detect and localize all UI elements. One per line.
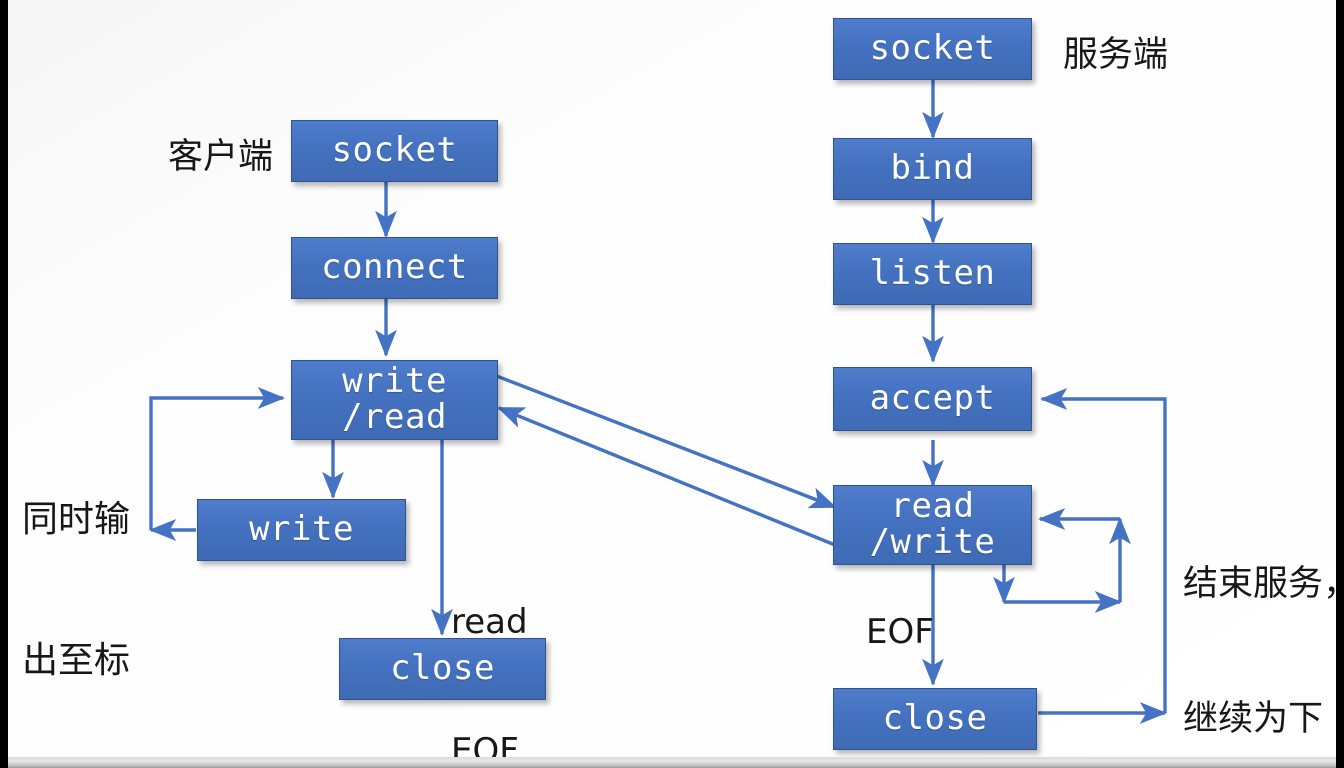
client-write-label: write (249, 509, 354, 550)
client-read-eof-annotation: read EOF (451, 515, 528, 757)
slide-page: 客户端 socket connect write /read write clo… (8, 0, 1336, 757)
client-stdout-annotation: 同时输 出至标 准输出 (22, 402, 130, 757)
client-node-connect[interactable]: connect (291, 237, 498, 299)
server-node-socket[interactable]: socket (833, 18, 1032, 80)
server-restart-annotation: 结束服务， 继续为下 个客户端 服务 (1183, 472, 1336, 757)
arrow-layer (148, 80, 1168, 724)
server-node-read-write[interactable]: read /write (833, 485, 1032, 565)
server-bind-label: bind (890, 148, 975, 189)
client-read-eof-line-2: EOF (451, 731, 519, 757)
page-bottom-edge (8, 757, 1336, 768)
client-stdout-line-1: 同时输 (22, 499, 131, 540)
client-write-read-label-line2: /read (342, 397, 447, 437)
client-node-write[interactable]: write (197, 499, 406, 561)
server-node-accept[interactable]: accept (833, 367, 1032, 431)
client-socket-label: socket (331, 130, 458, 171)
arrow-server-to-client-data (497, 406, 836, 547)
server-read-write-label-line2: /write (869, 522, 996, 562)
server-listen-label: listen (869, 253, 996, 294)
server-restart-line-2: 继续为下 (1183, 699, 1324, 739)
arrow-client-to-server-data (493, 373, 837, 509)
client-write-read-label-line1: write (342, 361, 447, 402)
client-node-close[interactable]: close (339, 638, 546, 700)
client-role-label: 客户端 (168, 137, 274, 177)
server-accept-label: accept (869, 378, 996, 419)
server-node-close[interactable]: close (833, 688, 1037, 750)
server-role-label: 服务端 (1063, 35, 1169, 75)
server-close-label: close (882, 698, 988, 739)
server-read-write-label-line1: read (890, 486, 975, 527)
client-read-eof-line-1: read (451, 602, 528, 642)
arrow-client-loop-up-into-writeread (149, 387, 286, 530)
server-eof-annotation: EOF (866, 612, 934, 652)
client-node-write-read[interactable]: write /read (291, 360, 498, 440)
server-node-listen[interactable]: listen (833, 243, 1032, 305)
server-socket-label: socket (869, 28, 996, 69)
arrow-server-right-up-to-accept (1039, 388, 1167, 713)
client-connect-label: connect (321, 247, 468, 288)
server-restart-line-1: 结束服务， (1183, 564, 1336, 604)
server-node-bind[interactable]: bind (833, 138, 1032, 200)
client-close-label: close (390, 648, 495, 689)
client-node-socket[interactable]: socket (291, 120, 498, 182)
client-stdout-line-2: 出至标 (22, 640, 131, 681)
